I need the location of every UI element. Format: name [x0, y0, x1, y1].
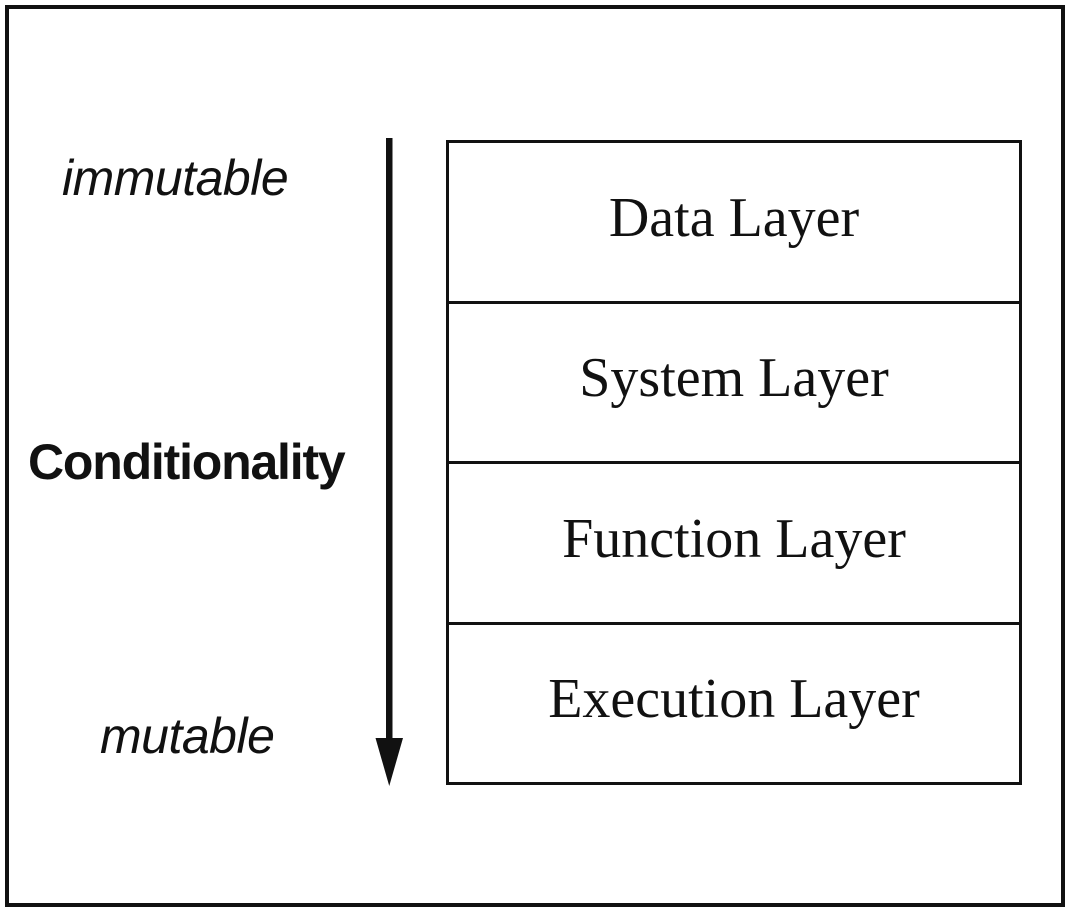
layer-label-data: Data Layer [608, 186, 860, 249]
layer-label-function: Function Layer [562, 507, 906, 570]
layer-box-data[interactable]: Data Layer [449, 143, 1019, 304]
layer-box-execution[interactable]: Execution Layer [449, 624, 1019, 782]
axis-title-conditionality: Conditionality [28, 434, 346, 490]
layer-box-system[interactable]: System Layer [449, 303, 1019, 464]
layer-label-execution: Execution Layer [548, 668, 920, 731]
downward-arrow-icon [375, 138, 403, 786]
axis-label-immutable: immutable [62, 150, 289, 206]
axis-label-mutable: mutable [100, 708, 275, 764]
layer-box-function[interactable]: Function Layer [449, 464, 1019, 625]
layer-label-system: System Layer [579, 347, 889, 410]
layer-stack: Data Layer System Layer Function Layer E… [446, 140, 1022, 785]
